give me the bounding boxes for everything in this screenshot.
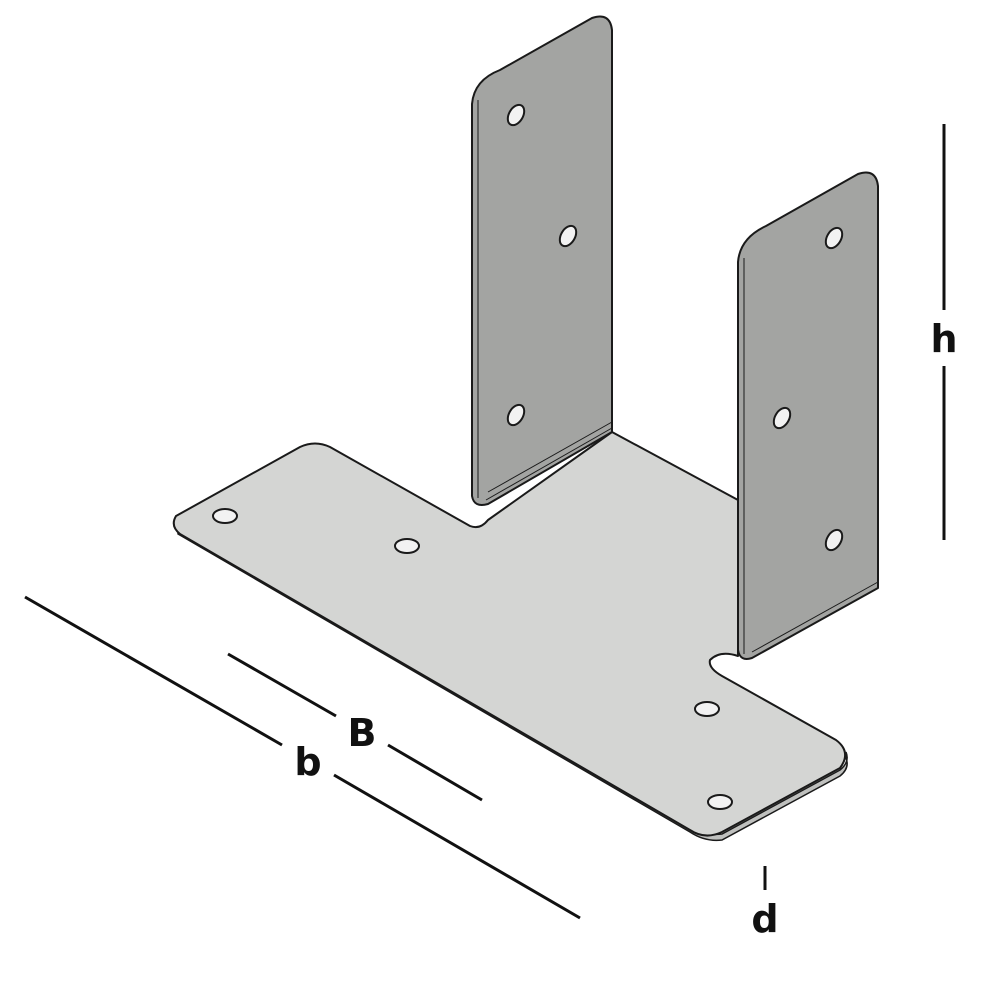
hole <box>694 701 720 717</box>
hole <box>506 403 526 427</box>
hole <box>824 528 844 552</box>
dimension-B: B <box>227 652 483 802</box>
right-flange <box>737 171 879 660</box>
dimension-d: d <box>751 866 779 941</box>
left-flange <box>471 15 613 506</box>
hole <box>558 224 578 248</box>
dimension-label-B: B <box>348 711 377 755</box>
dimension-b: b <box>24 595 581 920</box>
dimension-label-h: h <box>930 317 957 361</box>
hole <box>394 538 420 554</box>
hole <box>772 406 792 430</box>
dimension-label-b: b <box>294 740 321 784</box>
hole <box>824 226 844 250</box>
base-plate-holes <box>212 508 733 810</box>
hole <box>506 103 526 127</box>
dimension-label-d: d <box>751 897 778 941</box>
base-plate <box>172 431 848 842</box>
hole <box>707 794 733 810</box>
dimension-h: h <box>930 124 958 540</box>
hole <box>212 508 238 524</box>
